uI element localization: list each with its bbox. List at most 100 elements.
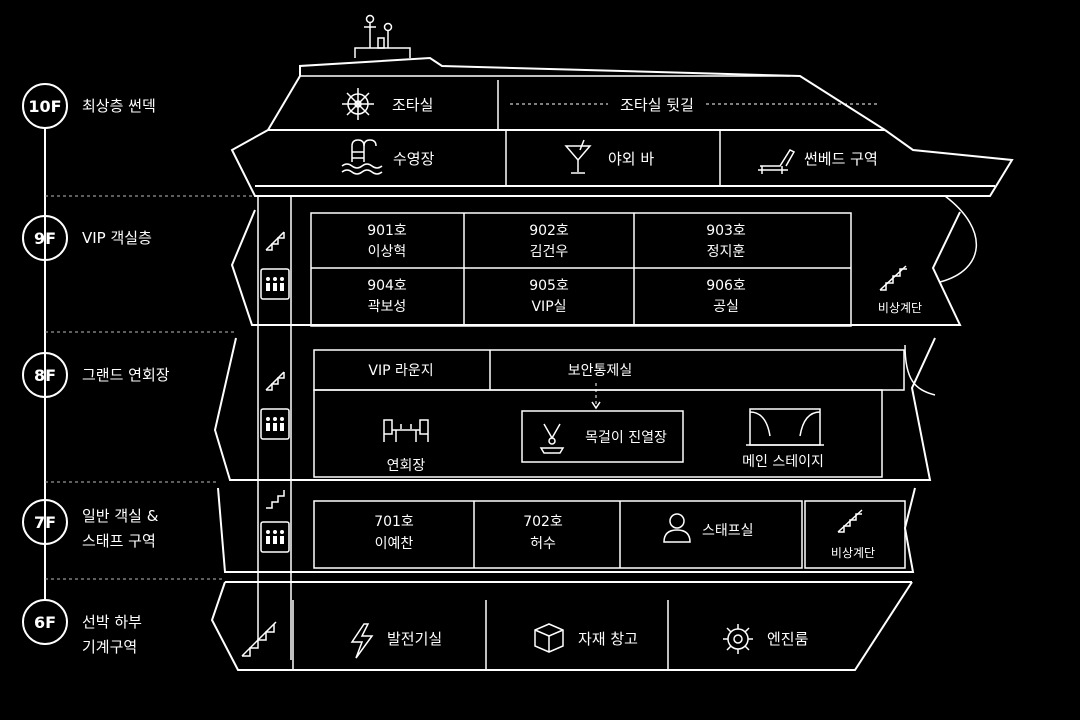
floor-label-10f: 10F [28, 97, 61, 116]
bar-label: 야외 바 [608, 150, 654, 168]
room-905-number: 905호 [529, 278, 569, 294]
floor-badge-9f [22, 215, 68, 261]
emergency-stairs-9f-label: 비상계단 [878, 301, 922, 315]
stair-shaft [241, 196, 292, 660]
floor-badge-8f [22, 352, 68, 398]
floor-8f: 8F 그랜드 연회장 [22, 352, 170, 398]
generator-room-label: 발전기실 [387, 630, 442, 648]
floor-label-9f: 9F [34, 229, 56, 248]
room-702: 702호 허수 [523, 514, 563, 552]
room-905-occupant: VIP실 [531, 299, 566, 315]
engine-room: 엔진룸 [723, 624, 809, 654]
deck-8f: VIP 라운지 보안통제실 연회장 목걸 [313, 349, 905, 478]
room-904-occupant: 곽보성 [368, 299, 407, 315]
staff-room-label: 스태프실 [702, 523, 754, 539]
ship-wheel-icon [342, 88, 374, 120]
floor-legend: 10F 최상층 썬덱 9F VIP 객실층 8F 그랜드 연회장 7F 일반 객… [22, 83, 255, 656]
deck-9f: 901호 이상혁 902호 김건우 903호 정지훈 904호 곽보성 905호… [310, 212, 922, 327]
room-906-occupant: 공실 [713, 299, 739, 315]
room-904-number: 904호 [367, 278, 407, 294]
room-903-occupant: 정지훈 [707, 244, 746, 260]
bridge-label: 조타실 [392, 96, 433, 114]
necklace-display: 목걸이 진열장 [521, 410, 684, 463]
bridge-passage: 조타실 뒷길 [510, 96, 880, 114]
box-icon [534, 623, 564, 653]
room-701: 701호 이예찬 [374, 514, 414, 552]
ship-outline [210, 14, 1014, 671]
generator-room: 발전기실 [350, 623, 442, 659]
necklace-display-label: 목걸이 진열장 [585, 430, 667, 446]
room-702-occupant: 허수 [530, 536, 556, 552]
deck-6f: 발전기실 자재 창고 엔진룸 [292, 600, 809, 670]
main-stage: 메인 스테이지 [742, 408, 824, 470]
stairs-icon-7f [266, 490, 285, 509]
floor-label-8f: 8F [34, 366, 56, 385]
banquet-hall-label: 연회장 [387, 458, 426, 474]
floor-name-10f: 최상층 썬덱 [82, 97, 156, 115]
room-701-occupant: 이예찬 [375, 536, 414, 552]
engine-room-label: 엔진룸 [767, 630, 809, 648]
pool-room: 수영장 [341, 139, 435, 175]
floor-7f: 7F 일반 객실 & 스태프 구역 [22, 499, 159, 550]
room-902-number: 902호 [529, 223, 569, 239]
sunbed-area: 썬베드 구역 [758, 149, 878, 174]
emergency-stairs-7f: 비상계단 [804, 500, 906, 569]
room-902: 902호 김건우 [529, 223, 569, 260]
room-904: 904호 곽보성 [367, 278, 407, 315]
floor-name-7f-line1: 일반 객실 & [82, 507, 159, 525]
floor-name-9f: VIP 객실층 [82, 229, 152, 247]
necklace-icon [539, 423, 565, 454]
floor-name-6f-line1: 선박 하부 [82, 613, 142, 631]
floor-label-6f: 6F [34, 613, 56, 632]
floor-name-6f-line2: 기계구역 [82, 638, 137, 656]
stairs-icon-8f [265, 371, 285, 391]
room-902-occupant: 김건우 [530, 244, 569, 260]
floor-badge-10f [22, 83, 68, 129]
banquet-hall: 연회장 [383, 419, 429, 474]
staff-room: 스태프실 [663, 513, 754, 543]
elevator-icon-8f [260, 408, 290, 440]
room-901-number: 901호 [367, 223, 407, 239]
gear-icon [723, 624, 753, 654]
room-901: 901호 이상혁 [367, 223, 407, 260]
floor-10f: 10F 최상층 썬덱 [22, 83, 156, 129]
lightning-icon [350, 623, 374, 659]
floor-label-7f: 7F [34, 513, 56, 532]
bridge-room: 조타실 [342, 88, 433, 120]
floor-name-7f-line2: 스태프 구역 [82, 532, 156, 550]
cocktail-icon [564, 139, 592, 174]
storage-room-label: 자재 창고 [578, 630, 638, 648]
sunbed-label: 썬베드 구역 [804, 150, 878, 168]
storage-room: 자재 창고 [534, 623, 638, 653]
room-903: 903호 정지훈 [706, 223, 746, 260]
mast [354, 14, 411, 58]
deck-10f: 조타실 조타실 뒷길 수영장 [341, 80, 880, 186]
dining-table-icon [383, 419, 429, 442]
room-906-number: 906호 [706, 278, 746, 294]
floor-9f: 9F VIP 객실층 [22, 215, 152, 261]
bridge-passage-label: 조타실 뒷길 [620, 96, 694, 114]
room-903-number: 903호 [706, 223, 746, 239]
floor-name-8f: 그랜드 연회장 [82, 366, 170, 384]
pool-label: 수영장 [393, 150, 435, 168]
emergency-stairs-9f: 비상계단 [878, 265, 922, 315]
main-stage-label: 메인 스테이지 [742, 454, 824, 470]
person-icon [663, 513, 691, 543]
room-702-number: 702호 [523, 514, 563, 530]
stage-curtain-icon [746, 408, 824, 446]
floor-6f: 6F 선박 하부 기계구역 [22, 599, 142, 656]
stairs-icon-6f [241, 621, 277, 657]
bar-room: 야외 바 [564, 139, 654, 174]
floor-badge-6f [22, 599, 68, 645]
stairs-icon [837, 509, 863, 533]
stairs-icon-9f [265, 231, 285, 251]
emergency-stairs-7f-label: 비상계단 [831, 546, 875, 560]
security-room-label: 보안통제실 [568, 363, 632, 379]
room-901-occupant: 이상혁 [368, 244, 407, 260]
stairs-icon [879, 265, 907, 291]
sunbed-icon [758, 149, 796, 174]
pool-ladder-icon [341, 139, 383, 175]
elevator-icon-7f [260, 521, 290, 553]
room-906: 906호 공실 [706, 278, 746, 315]
elevator-icon-9f [260, 268, 290, 300]
